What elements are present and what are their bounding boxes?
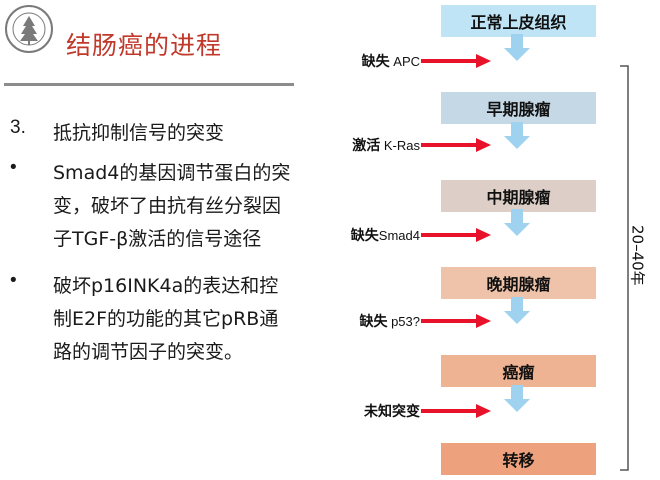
event-label-unknown: 未知突变 [0, 401, 420, 421]
stage-label: 早期腺瘤 [486, 100, 551, 119]
event-arrow-icon [421, 404, 491, 418]
bullet-line: 抵抗抑制信号的突变 [53, 122, 225, 144]
down-arrow-icon [504, 297, 530, 324]
bullet-line: 子TGF-β激活的信号途径 [53, 228, 262, 250]
stage-label: 正常上皮组织 [470, 13, 567, 32]
event-label-kras: 激活 K-Ras [0, 135, 420, 155]
event-gene: p53? [387, 314, 420, 329]
university-seal-logo [4, 4, 54, 54]
stage-intermediate-adenoma: 中期腺瘤 [441, 180, 596, 212]
down-arrow-icon [504, 385, 530, 412]
title-divider [4, 83, 294, 86]
event-gene: Smad4 [378, 228, 420, 243]
down-arrow-icon [504, 209, 530, 236]
stage-carcinoma: 癌瘤 [441, 355, 596, 387]
timespan-label: 20–40年 [628, 225, 647, 286]
slide-title: 结肠癌的进程 [66, 31, 223, 60]
bullet-line: 变，破坏了由抗有丝分裂因 [53, 195, 282, 217]
event-gene: APC [389, 54, 420, 69]
stage-label: 癌瘤 [502, 363, 535, 382]
stage-label: 晚期腺瘤 [486, 275, 551, 294]
event-label-p53: 缺失 p53? [0, 311, 420, 331]
timeline-bracket [620, 65, 629, 471]
event-action: 缺失 [361, 54, 390, 70]
event-arrow-icon [421, 138, 491, 152]
event-action: 激活 [352, 138, 381, 154]
event-arrow-icon [421, 314, 491, 328]
down-arrow-icon [504, 34, 530, 61]
stage-late-adenoma: 晚期腺瘤 [441, 267, 596, 299]
bullet-line: 制E2F的功能的其它pRB通 [53, 308, 279, 330]
event-action: 未知突变 [364, 404, 420, 420]
event-label-smad4: 缺失Smad4 [0, 225, 420, 245]
event-action: 缺失 [359, 314, 388, 330]
stage-early-adenoma: 早期腺瘤 [441, 92, 596, 124]
stage-normal-epithelium: 正常上皮组织 [441, 5, 596, 37]
event-gene: K-Ras [380, 138, 420, 153]
bullet-marker: 3. [10, 117, 26, 138]
event-action: 缺失 [350, 228, 379, 244]
event-arrow-icon [421, 54, 491, 68]
down-arrow-icon [504, 122, 530, 149]
bullet-marker: • [10, 270, 17, 291]
bullet-marker: • [10, 157, 17, 178]
stage-label: 转移 [502, 451, 535, 470]
bullet-line: Smad4的基因调节蛋白的突 [53, 162, 291, 184]
event-label-apc: 缺失 APC [0, 51, 420, 71]
event-arrow-icon [421, 228, 491, 242]
bullet-line: 破坏p16INK4a的表达和控 [53, 275, 279, 297]
stage-label: 中期腺瘤 [486, 188, 551, 207]
stage-metastasis: 转移 [441, 443, 596, 475]
bullet-line: 路的调节因子的突变。 [53, 341, 244, 363]
